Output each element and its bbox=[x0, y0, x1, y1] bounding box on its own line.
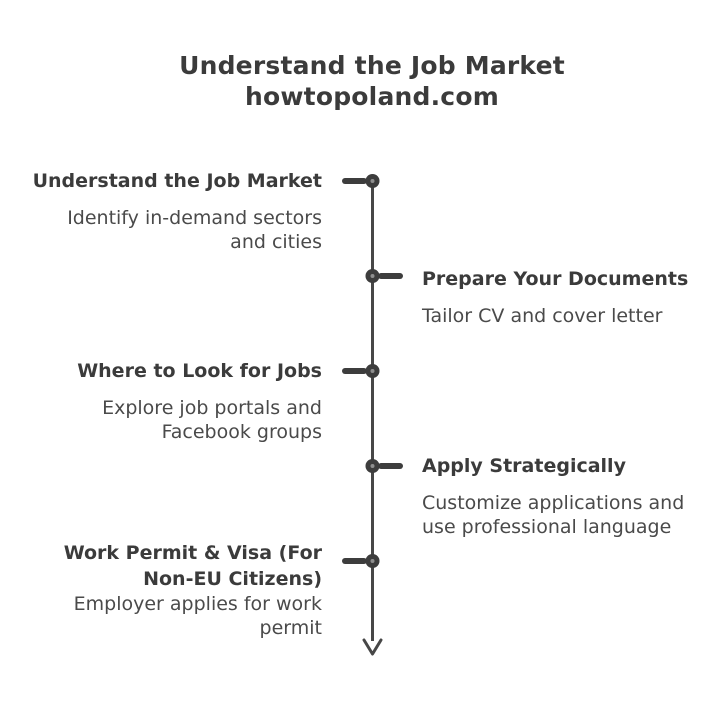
subtitle-line: permit bbox=[259, 617, 322, 639]
timeline-item-2-subtitle: Tailor CV and cover letter bbox=[422, 304, 712, 328]
timeline-item-5-subtitle: Employer applies for work permit bbox=[0, 592, 322, 640]
timeline-item-3-title: Where to Look for Jobs bbox=[0, 358, 322, 384]
subtitle-line: Identify in-demand sectors bbox=[67, 207, 322, 229]
subtitle-line: and cities bbox=[230, 231, 322, 253]
node-4-center-dot bbox=[370, 464, 375, 468]
title-line: Prepare Your Documents bbox=[422, 268, 689, 290]
title-line: Apply Strategically bbox=[422, 455, 626, 477]
timeline-item-5-title: Work Permit & Visa (For Non-EU Citizens) bbox=[0, 540, 322, 592]
node-2-center-dot bbox=[370, 274, 375, 278]
node-5-center-dot bbox=[370, 559, 375, 563]
node-3-center-dot bbox=[370, 369, 375, 373]
timeline-item-1-subtitle: Identify in-demand sectors and cities bbox=[0, 206, 322, 254]
timeline-item-2-title: Prepare Your Documents bbox=[422, 266, 712, 292]
subtitle-line: Facebook groups bbox=[161, 421, 322, 443]
timeline-item-3-subtitle: Explore job portals and Facebook groups bbox=[0, 396, 322, 444]
title-line: Where to Look for Jobs bbox=[77, 360, 322, 382]
timeline-item-1: Understand the Job Market Identify in-de… bbox=[0, 168, 322, 254]
subtitle-line: use professional language bbox=[422, 516, 672, 538]
subtitle-line: Customize applications and bbox=[422, 492, 685, 514]
timeline-item-4-title: Apply Strategically bbox=[422, 453, 712, 479]
page-title-line-1: Understand the Job Market bbox=[179, 51, 565, 80]
subtitle-line: Tailor CV and cover letter bbox=[422, 305, 663, 327]
timeline-item-4: Apply Strategically Customize applicatio… bbox=[422, 453, 712, 539]
title-line: Non-EU Citizens) bbox=[143, 568, 322, 590]
timeline-item-3: Where to Look for Jobs Explore job porta… bbox=[0, 358, 322, 444]
timeline-item-4-subtitle: Customize applications and use professio… bbox=[422, 491, 712, 539]
timeline-item-2: Prepare Your Documents Tailor CV and cov… bbox=[422, 266, 712, 328]
page-title: Understand the Job Market howtopoland.co… bbox=[12, 50, 720, 112]
timeline-item-1-title: Understand the Job Market bbox=[0, 168, 322, 194]
page-title-line-2: howtopoland.com bbox=[245, 82, 499, 111]
arrow-down-icon bbox=[362, 638, 383, 656]
title-line: Work Permit & Visa (For bbox=[63, 542, 322, 564]
subtitle-line: Explore job portals and bbox=[102, 397, 322, 419]
timeline-item-5: Work Permit & Visa (For Non-EU Citizens)… bbox=[0, 540, 322, 640]
title-line: Understand the Job Market bbox=[32, 170, 322, 192]
subtitle-line: Employer applies for work bbox=[73, 593, 322, 615]
node-1-center-dot bbox=[370, 179, 375, 183]
